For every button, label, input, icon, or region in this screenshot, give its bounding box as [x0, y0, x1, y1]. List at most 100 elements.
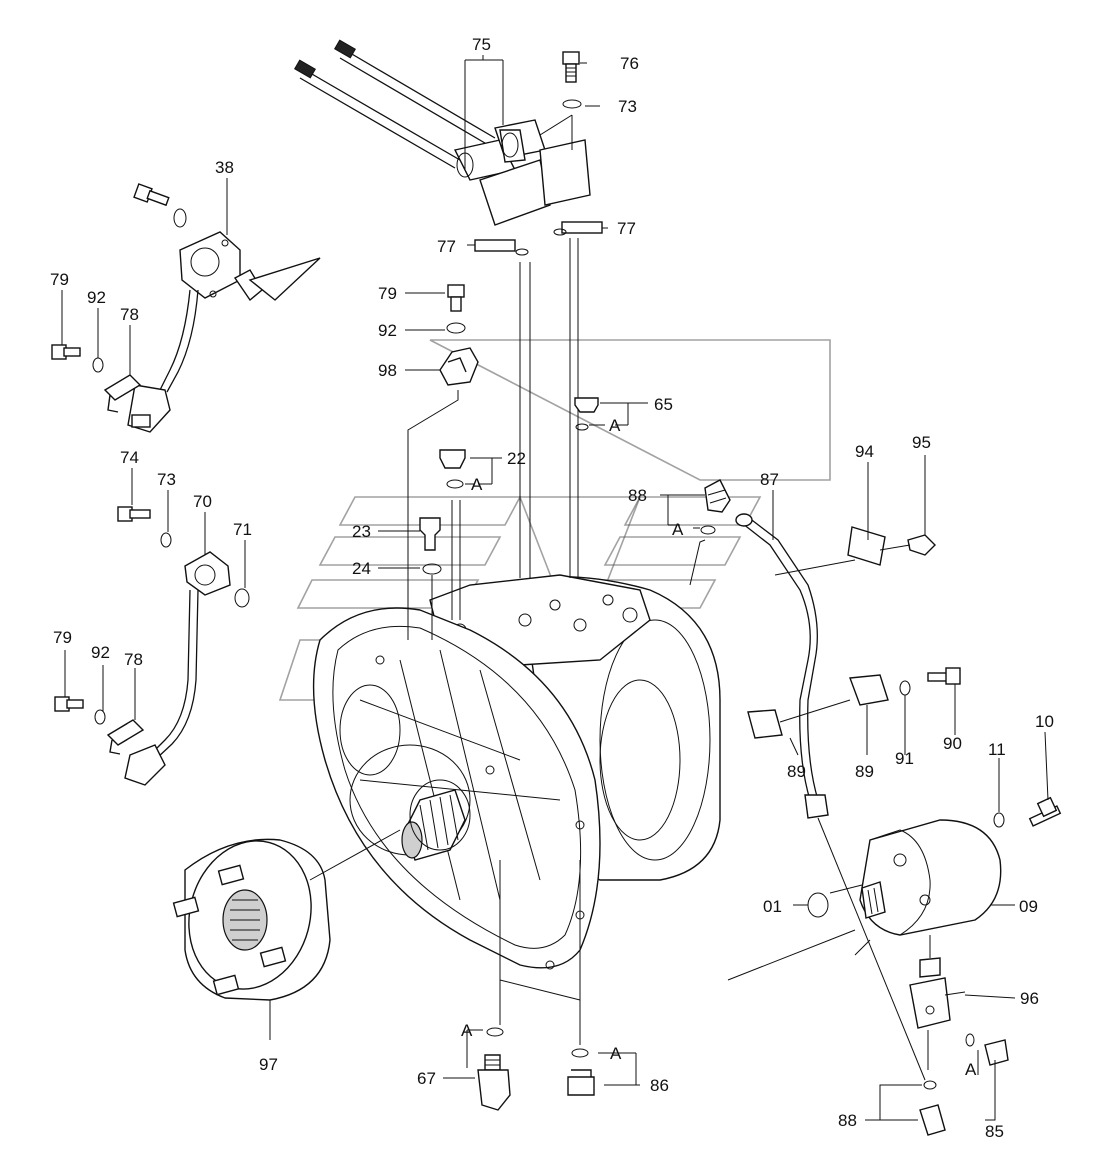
callout-73-top: 73: [618, 97, 637, 116]
callout-98: 98: [378, 361, 397, 380]
valve-96: [909, 957, 966, 1029]
oring-67: [486, 1027, 504, 1037]
callout-24: 24: [352, 559, 371, 578]
callout-74: 74: [120, 448, 139, 467]
plug-22: [439, 449, 466, 469]
callout-01: 01: [763, 897, 782, 916]
oring-22: [446, 479, 464, 489]
callout-87: 87: [760, 470, 779, 489]
callout-09: 09: [1019, 897, 1038, 916]
callout-91: 91: [895, 749, 914, 768]
callout-86-ref: A: [610, 1044, 622, 1063]
clamp-98: [439, 347, 479, 386]
bolt-79-upper: [51, 344, 81, 360]
plug-23: [419, 517, 441, 551]
sensor-70: [124, 551, 231, 786]
bracket-78-upper: [103, 374, 142, 413]
callout-75: 75: [472, 35, 491, 54]
oring-88-bottom: [923, 1080, 937, 1090]
callout-92-upper: 92: [87, 288, 106, 307]
oring-24: [422, 563, 442, 575]
elbow-fitting-88-top: [704, 479, 731, 513]
callout-89-right: 89: [855, 762, 874, 781]
callout-79-lower: 79: [53, 628, 72, 647]
callout-labels: 75 76 73 77 77 38 79 92 78 79 92 98 65 A…: [50, 35, 1054, 1141]
callout-38: 38: [215, 158, 234, 177]
oring-88: [700, 525, 716, 535]
leader-lines: [61, 55, 1049, 1121]
callout-70: 70: [193, 492, 212, 511]
callout-67-ref: A: [461, 1021, 473, 1040]
callout-22-ref: A: [471, 475, 483, 494]
tube-87: [737, 519, 811, 801]
guide-lines-77: [519, 238, 579, 578]
pad-89-lower: [747, 709, 783, 739]
plug-65: [574, 397, 599, 413]
callout-97: 97: [259, 1055, 278, 1074]
pin-77-right: [561, 221, 603, 234]
bolt-79-mid: [447, 284, 465, 312]
callout-94: 94: [855, 442, 874, 461]
washer-92-mid: [446, 322, 466, 334]
callout-76: 76: [620, 54, 639, 73]
bolt-90: [927, 667, 961, 685]
oring-86: [571, 1048, 589, 1058]
washer-73-lower: [160, 532, 172, 548]
oring-71: [234, 588, 250, 608]
callout-88-ref: A: [672, 520, 684, 539]
callout-79-mid: 79: [378, 284, 397, 303]
callout-96: 96: [1020, 989, 1039, 1008]
elbow-fitting-88-bottom: [919, 1104, 946, 1136]
pin-77-left: [474, 239, 516, 252]
plug-86: [567, 1069, 595, 1096]
callout-11: 11: [988, 740, 1006, 759]
pump-housing: [312, 574, 721, 970]
leader-98: [407, 390, 459, 640]
callout-90: 90: [943, 734, 962, 753]
callout-71: 71: [233, 520, 252, 539]
callout-23: 23: [352, 522, 371, 541]
callout-67: 67: [417, 1069, 436, 1088]
washer-92-upper: [92, 357, 104, 373]
callout-10: 10: [1035, 712, 1054, 731]
callout-92-mid: 92: [378, 321, 397, 340]
screw-95: [907, 534, 936, 556]
callout-65-ref: A: [609, 416, 621, 435]
bolt-small-38: [133, 183, 187, 228]
callout-73-lower: 73: [157, 470, 176, 489]
callout-65: 65: [654, 395, 673, 414]
gear-pump-09: [859, 819, 1002, 936]
washer-92-lower: [94, 709, 106, 725]
callout-77-right: 77: [617, 219, 636, 238]
oring-01: [807, 892, 829, 918]
oring-65: [575, 423, 589, 431]
plate-94: [847, 526, 886, 566]
tube-nut-87: [804, 794, 829, 819]
coupling-97: [172, 829, 401, 1001]
callout-85: 85: [985, 1122, 1004, 1141]
callout-88-top: 88: [628, 486, 647, 505]
bolt-74: [117, 506, 151, 522]
callout-89-left: 89: [787, 762, 806, 781]
bolt-79-lower: [54, 696, 84, 712]
callout-86: 86: [650, 1076, 669, 1095]
oring-85: [965, 1033, 975, 1047]
switch-67: [477, 1054, 511, 1111]
washer-73: [562, 99, 582, 109]
callout-22: 22: [507, 449, 526, 468]
callout-78-upper: 78: [120, 305, 139, 324]
callout-85-ref: A: [965, 1060, 977, 1079]
plug-85: [984, 1039, 1009, 1066]
washer-11: [993, 812, 1005, 828]
callout-95: 95: [912, 433, 931, 452]
callout-92-lower: 92: [91, 643, 110, 662]
callout-79-upper: 79: [50, 270, 69, 289]
sensor-38: [127, 231, 321, 433]
bolt-76: [562, 51, 580, 83]
washer-91: [899, 680, 911, 696]
bolt-10: [1028, 796, 1062, 827]
callout-78-lower: 78: [124, 650, 143, 669]
bracket-78-lower: [106, 719, 145, 755]
